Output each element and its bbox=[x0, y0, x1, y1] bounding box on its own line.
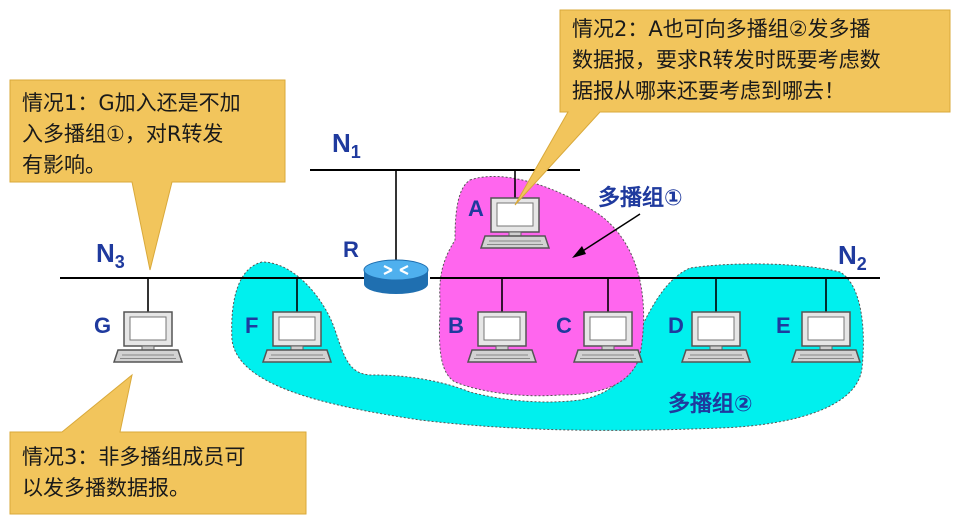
host-b-computer-icon bbox=[467, 311, 537, 363]
callout-case2-text: 情况2：A也可向多播组②发多播 数据报，要求R转发时既要考虑数 据报从哪来还要考… bbox=[572, 17, 881, 103]
router-label: R bbox=[343, 237, 359, 262]
host-f-computer-icon bbox=[262, 311, 332, 363]
host-g-computer-icon bbox=[113, 311, 183, 363]
callout-case1-text: 情况1：G加入还是不加 入多播组①，对R转发 有影响。 bbox=[22, 91, 241, 177]
callout-case3-box bbox=[9, 373, 307, 515]
network-n3-label: N3 bbox=[96, 238, 125, 272]
host-e-label: E bbox=[776, 313, 791, 338]
callout-case1-box bbox=[9, 79, 286, 271]
group-1-arrow bbox=[577, 213, 641, 255]
callout-case3-text: 情况3：非多播组成员可 以发多播数据报。 bbox=[22, 445, 246, 500]
router-icon bbox=[363, 259, 429, 294]
host-c-label: C bbox=[556, 313, 572, 338]
host-b-label: B bbox=[448, 313, 464, 338]
host-e-computer-icon bbox=[791, 311, 861, 363]
host-a-computer-icon bbox=[480, 197, 550, 249]
network-n1-label: N1 bbox=[332, 128, 361, 162]
group-1-arrowhead bbox=[572, 246, 586, 258]
multicast-group-2-region bbox=[231, 261, 864, 431]
callout-case2-box bbox=[514, 9, 951, 206]
host-g-label: G bbox=[94, 313, 112, 338]
host-a-label: A bbox=[468, 196, 484, 221]
host-c-computer-icon bbox=[573, 311, 643, 363]
host-d-computer-icon bbox=[681, 311, 751, 363]
host-d-label: D bbox=[668, 313, 684, 338]
multicast-group-1-label: 多播组① bbox=[598, 186, 683, 211]
network-n2-label: N2 bbox=[838, 240, 867, 274]
multicast-group-2-label: 多播组② bbox=[668, 392, 753, 417]
host-f-label: F bbox=[245, 313, 259, 338]
